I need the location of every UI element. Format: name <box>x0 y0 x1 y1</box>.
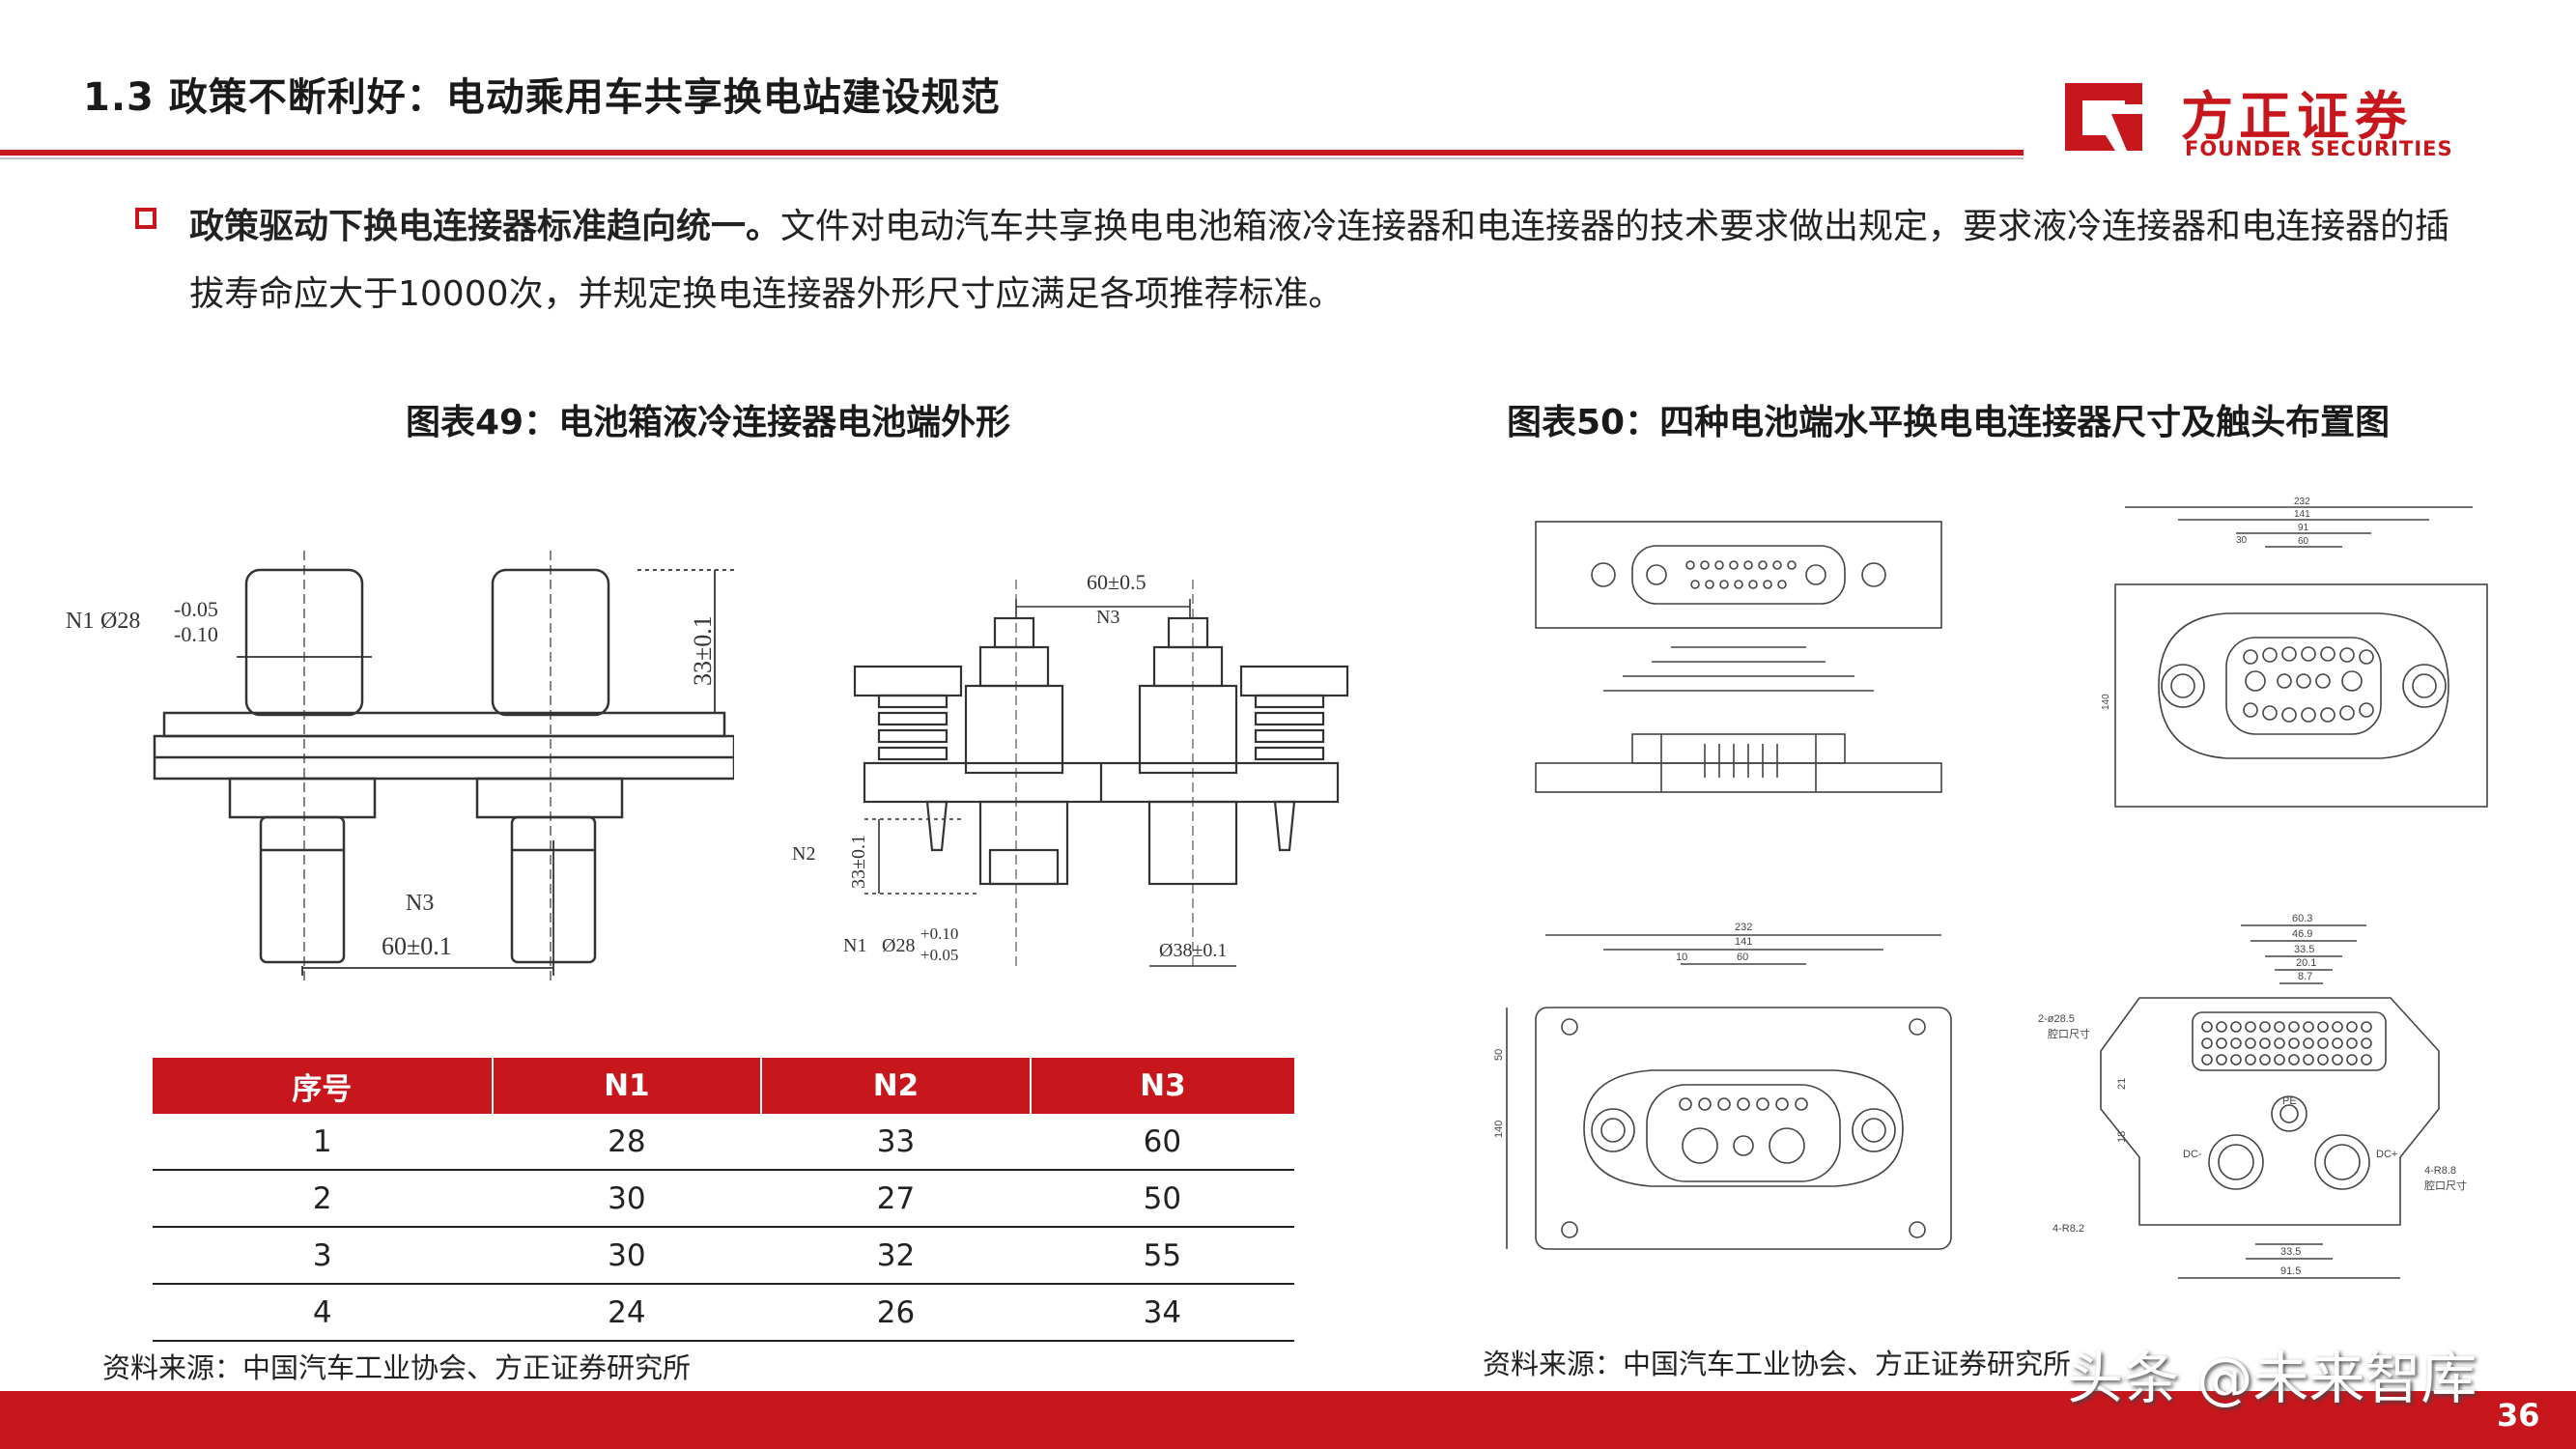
fig50-br-dc-minus: DC- <box>2183 1149 2202 1160</box>
table-row: 4 24 26 34 <box>153 1284 1294 1342</box>
table-cell: 34 <box>1030 1284 1294 1342</box>
watermark-text: 头条 @未来智库 <box>2067 1346 2477 1411</box>
table-header-cell: N1 <box>492 1058 763 1114</box>
founder-logo: 方正证券 FOUNDER SECURITIES <box>2057 70 2482 166</box>
dim-33-label: 33±0.1 <box>689 615 717 686</box>
n3-right-label: N3 <box>1096 607 1119 628</box>
tol-bottom-right-label: +0.05 <box>920 946 958 964</box>
fig50-bl-dim-140: 140 <box>1493 1121 1505 1138</box>
header-divider <box>0 150 2024 156</box>
intro-bold-lead: 政策驱动下换电连接器标准趋向统一。 <box>189 207 781 246</box>
fig50-dim-30: 30 <box>2236 535 2248 546</box>
fig50-dim-232: 232 <box>2294 497 2310 507</box>
n2-right-label: N2 <box>792 843 815 865</box>
figure-50-bottom-left-drawing: 232 141 60 10 50 140 <box>1493 922 1952 1250</box>
fig50-br-pe: PE <box>2282 1095 2297 1107</box>
page-number: 36 <box>2497 1397 2540 1434</box>
figure-50-top-left-drawing <box>1535 521 1942 793</box>
table-cell: 28 <box>492 1114 762 1171</box>
n1-label: N1 <box>66 609 94 634</box>
table-cell: 3 <box>153 1227 493 1285</box>
connector-dimensions-table: 序号 N1 N2 N3 1 28 33 60 2 30 27 50 3 30 3… <box>153 1058 1294 1342</box>
figure-50-bottom-right-drawing: 60.3 46.9 33.5 20.1 8.7 PE DC- DC+ 2-ø28… <box>2038 913 2467 1279</box>
table-cell: 60 <box>1030 1114 1294 1171</box>
logo-chinese-text: 方正证券 <box>2181 86 2413 147</box>
table-cell: 30 <box>492 1227 762 1285</box>
fig50-br-hole-b-note: 腔口尺寸 <box>2424 1179 2467 1192</box>
table-row: 1 28 33 60 <box>153 1114 1294 1171</box>
phi38-label: Ø38±0.1 <box>1159 940 1227 961</box>
source-note-right: 资料来源：中国汽车工业协会、方正证券研究所 <box>1483 1348 2072 1380</box>
table-cell: 2 <box>153 1170 493 1228</box>
table-cell: 24 <box>492 1284 762 1342</box>
fig50-bl-dim-60: 60 <box>1737 952 1748 963</box>
fig50-bl-dim-50: 50 <box>1493 1049 1505 1061</box>
table-row: 2 30 27 50 <box>153 1170 1294 1228</box>
fig50-br-dim-21: 21 <box>2116 1078 2128 1090</box>
table-cell: 4 <box>153 1284 493 1342</box>
table-cell: 1 <box>153 1114 493 1171</box>
fig50-br-dim-8-7: 8.7 <box>2298 971 2312 982</box>
phi28-right-label: Ø28 <box>882 935 915 956</box>
fig50-br-hole-b: 4-R8.8 <box>2424 1165 2456 1177</box>
fig50-br-hole-a: 2-ø28.5 <box>2038 1013 2075 1025</box>
fig50-br-dim-33-5-bottom: 33.5 <box>2280 1246 2301 1258</box>
fig50-dim-60: 60 <box>2298 536 2309 547</box>
source-note-left: 资料来源：中国汽车工业协会、方正证券研究所 <box>102 1351 692 1384</box>
fig50-dim-91: 91 <box>2298 523 2309 533</box>
figure-49-title: 图表49：电池箱液冷连接器电池端外形 <box>406 403 1011 442</box>
fig50-br-dc-plus: DC+ <box>2376 1149 2397 1160</box>
fig50-br-dim-20-1: 20.1 <box>2296 957 2316 969</box>
fig50-dim-140: 140 <box>2101 694 2111 710</box>
table-header-cell: N3 <box>1030 1058 1294 1114</box>
dim-60-tol-label: 60±0.5 <box>1087 570 1146 594</box>
dim-33-right-label: 33±0.1 <box>848 835 869 889</box>
founder-logo-icon <box>2065 83 2142 151</box>
figure-50-title: 图表50：四种电池端水平换电电连接器尺寸及触头布置图 <box>1507 403 2391 442</box>
fig50-br-hole-c: 4-R8.2 <box>2052 1223 2084 1235</box>
fig50-br-dim-18: 18 <box>2116 1131 2128 1143</box>
intro-text: 文件对电动汽车共享换电电池箱液冷连接器和电连接器的技术要求做出规定，要求液冷连接… <box>189 207 2450 314</box>
figure-50-top-right-drawing: 232 141 91 30 60 140 <box>2101 497 2488 808</box>
table-row: 3 30 32 55 <box>153 1227 1294 1285</box>
fig50-bl-dim-10: 10 <box>1676 952 1687 963</box>
fig50-bl-dim-232: 232 <box>1735 922 1752 933</box>
table-header-row: 序号 N1 N2 N3 <box>153 1058 1294 1114</box>
tol-top-label: -0.05 <box>174 597 218 621</box>
table-cell: 30 <box>492 1170 762 1228</box>
table-cell: 55 <box>1030 1227 1294 1285</box>
fig50-br-dim-33-5: 33.5 <box>2294 944 2314 955</box>
square-bullet-icon <box>135 208 156 229</box>
figure-49-left-drawing: N1 Ø28 -0.05 -0.10 33±0.1 N2 N3 60±0.1 <box>66 551 734 985</box>
n1-right-label: N1 <box>843 935 866 956</box>
table-header-cell: N2 <box>761 1058 1032 1114</box>
fig50-br-dim-46-9: 46.9 <box>2292 928 2312 940</box>
logo-english-text: FOUNDER SECURITIES <box>2185 137 2453 160</box>
table-cell: 26 <box>761 1284 1031 1342</box>
dim-60-label: 60±0.1 <box>382 932 452 960</box>
footer-bar <box>0 1391 2576 1449</box>
table-cell: 32 <box>761 1227 1031 1285</box>
table-cell: 27 <box>761 1170 1031 1228</box>
page-title: 1.3 政策不断利好：电动乘用车共享换电站建设规范 <box>83 75 1001 120</box>
intro-paragraph: 政策驱动下换电连接器标准趋向统一。文件对电动汽车共享换电电池箱液冷连接器和电连接… <box>189 193 2469 328</box>
figure-49-right-drawing: 60±0.5 N3 N2 33±0.1 N1 Ø28 +0.10 +0.05 Ø… <box>792 570 1349 967</box>
header-divider-shadow <box>0 157 2024 159</box>
table-cell: 50 <box>1030 1170 1294 1228</box>
phi28-label: Ø28 <box>100 609 140 634</box>
n3-label: N3 <box>406 891 434 916</box>
fig50-br-dim-60-3: 60.3 <box>2292 913 2312 924</box>
table-cell: 33 <box>761 1114 1031 1171</box>
tol-top-right-label: +0.10 <box>920 924 958 943</box>
table-header-cell: 序号 <box>153 1058 494 1114</box>
tol-bottom-label: -0.10 <box>174 622 218 646</box>
fig50-dim-141: 141 <box>2294 509 2310 520</box>
fig50-br-hole-a-note: 腔口尺寸 <box>2048 1027 2090 1040</box>
fig50-bl-dim-141: 141 <box>1735 936 1752 948</box>
fig50-br-dim-91-5: 91.5 <box>2280 1265 2301 1277</box>
